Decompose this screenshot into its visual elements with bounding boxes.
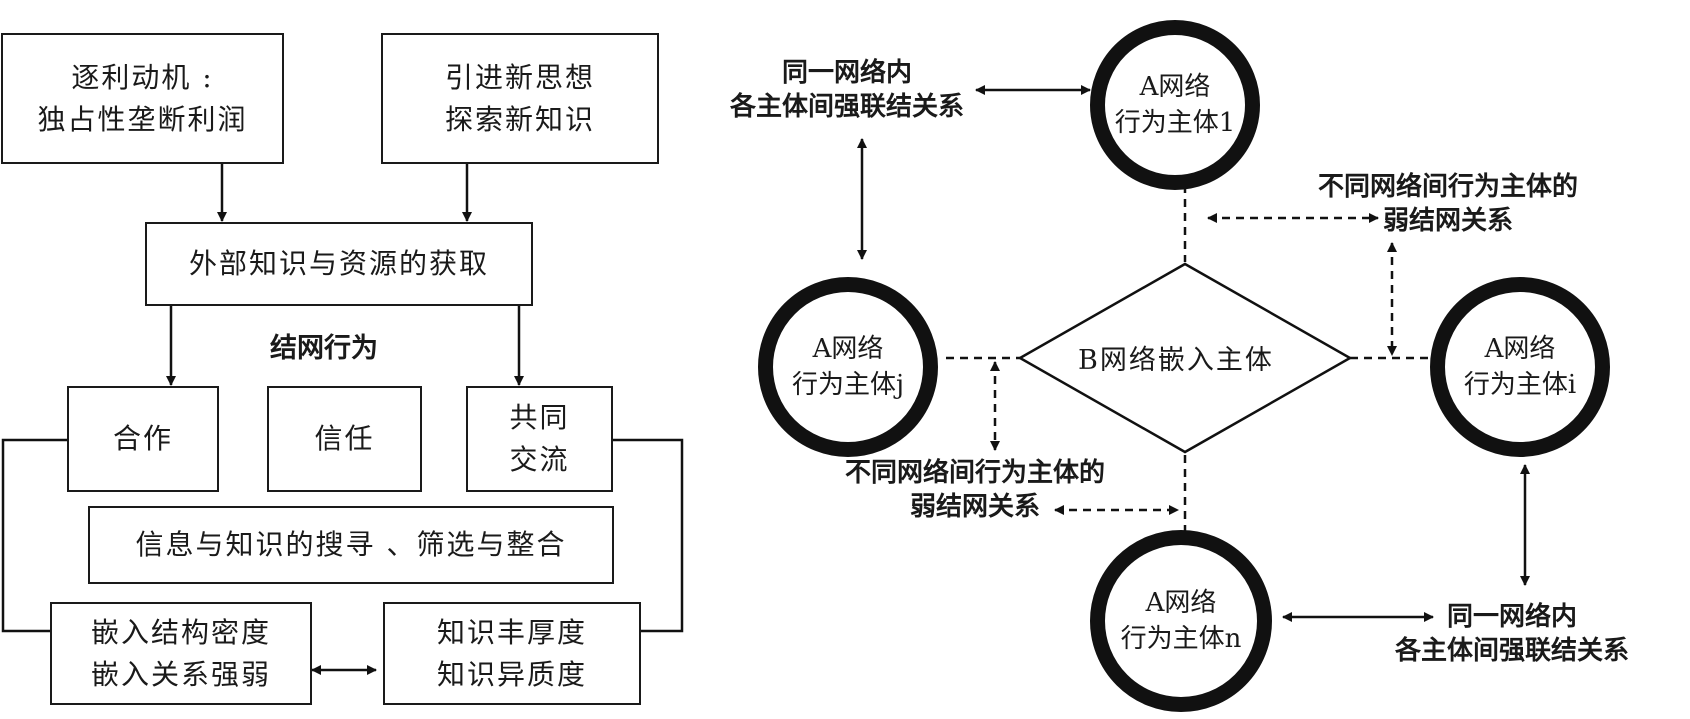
b-network-label: B网络嵌入主体 — [1078, 345, 1274, 376]
comm-line-2: 交流 — [509, 443, 570, 476]
strong-tie-label-bottom: 同一网络内 各主体间强联结关系 — [1395, 602, 1630, 666]
node-1-line-1: A网络 — [1139, 72, 1211, 102]
embed-line-2: 嵌入关系强弱 — [90, 657, 271, 691]
motive-line-2: 独占性垄断利润 — [37, 102, 248, 136]
network-node-1: A网络 行为主体1 — [1090, 20, 1260, 190]
acquire-text: 外部知识与资源的获取 — [188, 247, 489, 280]
acquire-box: 外部知识与资源的获取 — [145, 222, 533, 306]
coop-text: 合作 — [112, 422, 173, 455]
comm-line-1: 共同 — [509, 401, 570, 434]
node-n-line-2: 行为主体n — [1120, 624, 1242, 654]
network-node-i: A网络 行为主体i — [1430, 277, 1610, 457]
trust-box: 信任 — [267, 386, 422, 492]
trust-text: 信任 — [314, 422, 375, 455]
knowledge-line-2: 知识异质度 — [436, 657, 587, 691]
ideas-box: 引进新思想 探索新知识 — [381, 33, 659, 164]
networking-behavior-label: 结网行为 — [270, 333, 378, 364]
network-node-n: A网络 行为主体n — [1090, 530, 1272, 712]
knowledge-box: 知识丰厚度 知识异质度 — [383, 602, 641, 705]
communication-box: 共同 交流 — [466, 386, 613, 492]
ideas-line-2: 探索新知识 — [444, 102, 595, 136]
ideas-line-1: 引进新思想 — [444, 60, 595, 94]
node-j-line-2: 行为主体j — [791, 370, 905, 400]
info-text: 信息与知识的搜寻 、筛选与整合 — [135, 528, 567, 561]
motive-line-1: 逐利动机 : — [71, 60, 214, 94]
info-integration-box: 信息与知识的搜寻 、筛选与整合 — [88, 506, 614, 584]
weak-tie-label-top: 不同网络间行为主体的 弱结网关系 — [1318, 172, 1579, 236]
node-1-line-2: 行为主体1 — [1114, 108, 1236, 138]
motive-box: 逐利动机 : 独占性垄断利润 — [1, 33, 284, 164]
b-network-diamond — [1017, 262, 1353, 454]
cooperation-box: 合作 — [67, 386, 219, 492]
node-i-line-2: 行为主体i — [1463, 370, 1577, 400]
embed-line-1: 嵌入结构密度 — [90, 615, 271, 649]
embedding-box: 嵌入结构密度 嵌入关系强弱 — [50, 602, 312, 705]
strong-tie-label-top: 同一网络内 各主体间强联结关系 — [730, 58, 965, 122]
node-j-line-1: A网络 — [812, 334, 884, 364]
loop-left-line — [1, 438, 68, 633]
network-node-j: A网络 行为主体j — [758, 277, 938, 457]
knowledge-line-1: 知识丰厚度 — [436, 615, 587, 649]
weak-tie-label-bottom: 不同网络间行为主体的 弱结网关系 — [845, 458, 1106, 522]
node-n-line-1: A网络 — [1145, 588, 1217, 618]
node-i-line-1: A网络 — [1484, 334, 1556, 364]
loop-right-line — [612, 438, 684, 633]
